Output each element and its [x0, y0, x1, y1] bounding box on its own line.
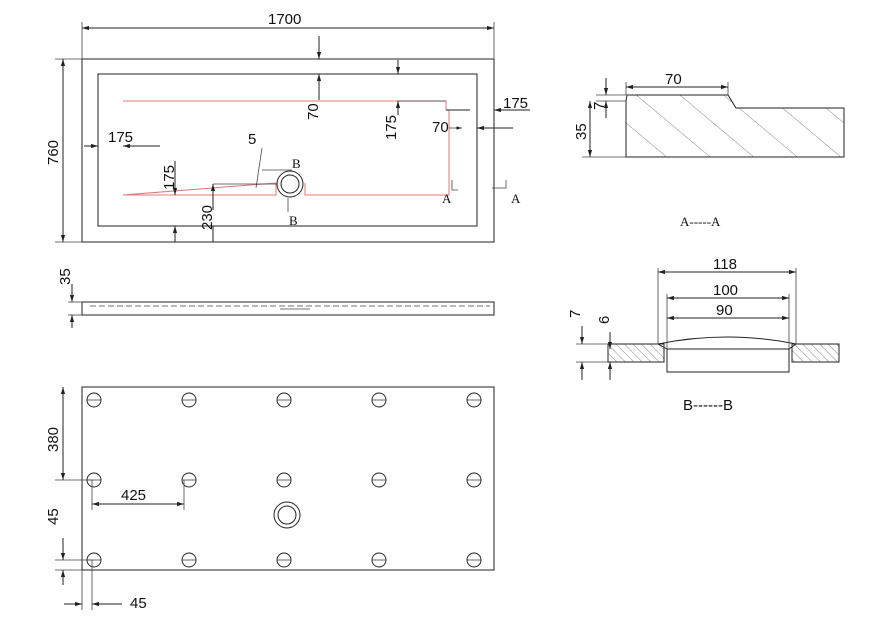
section-marker-b-bottom: B	[289, 213, 298, 228]
drain-outlet-inner	[277, 505, 297, 525]
section-aa: 70 7 35 A-----A	[573, 71, 845, 229]
plan-view: 1700 760 70 175 175 70 175 175	[45, 11, 530, 243]
section-bb: 118 100 90 7 6 B------B	[567, 256, 840, 414]
dim-channel-gap: 5	[248, 131, 256, 148]
side-profile	[81, 301, 495, 316]
dim-length: 1700	[268, 11, 301, 28]
section-bb-left-slab	[607, 343, 665, 363]
section-aa-title: A-----A	[680, 214, 721, 229]
support-foot	[371, 472, 387, 488]
dim-drain-offset: 230	[199, 205, 216, 230]
support-foot	[181, 392, 197, 408]
section-marker-a-left: A	[442, 191, 452, 206]
support-foot	[276, 472, 292, 488]
drain-inner	[280, 174, 300, 194]
drain-outlet-outer	[273, 501, 301, 529]
dim-aa-step: 7	[591, 102, 608, 110]
support-foot	[466, 472, 482, 488]
support-feet	[86, 392, 482, 568]
dim-bb-inner: 90	[716, 302, 733, 319]
bottom-outline	[81, 386, 495, 571]
support-foot	[276, 552, 292, 568]
dim-rim-top: 70	[305, 103, 322, 120]
dim-right-top: 175	[503, 95, 528, 112]
support-foot	[466, 392, 482, 408]
dim-left-inner: 175	[108, 129, 133, 146]
dim-edge-horizontal: 45	[130, 595, 147, 612]
dim-edge-vertical: 45	[45, 508, 62, 525]
dim-bb-depth-6: 6	[596, 316, 613, 324]
dim-aa-thickness: 35	[573, 123, 590, 140]
support-foot	[276, 392, 292, 408]
dim-width: 760	[45, 140, 62, 165]
section-aa-profile	[625, 94, 845, 158]
section-bb-right-slab	[791, 343, 840, 363]
tray-inner-rim	[97, 73, 478, 227]
dim-bb-mid: 100	[713, 282, 738, 299]
side-view: 35	[57, 268, 495, 328]
dim-col-spacing: 425	[121, 487, 146, 504]
tray-outline	[81, 58, 495, 243]
dim-bb-outer: 118	[713, 256, 737, 273]
dim-channel-height: 175	[161, 165, 178, 190]
support-foot	[181, 552, 197, 568]
dim-right-side: 70	[432, 119, 449, 136]
dim-row-spacing: 380	[45, 427, 62, 452]
bottom-view: 380 425 45 45	[45, 386, 495, 612]
section-marker-a-right: A	[511, 191, 521, 206]
section-bb-title: B------B	[683, 397, 733, 414]
support-foot	[371, 392, 387, 408]
section-marker-b-top: B	[292, 156, 301, 171]
section-bb-drain-body	[666, 348, 790, 373]
section-bb-drain-cap	[657, 336, 797, 345]
dim-bb-depth-7: 7	[567, 310, 584, 318]
dim-aa-rim-width: 70	[665, 71, 682, 88]
dim-side-thickness: 35	[57, 268, 74, 285]
support-foot	[86, 392, 102, 408]
support-foot	[371, 552, 387, 568]
dim-inner-top: 175	[383, 115, 400, 140]
support-foot	[466, 552, 482, 568]
